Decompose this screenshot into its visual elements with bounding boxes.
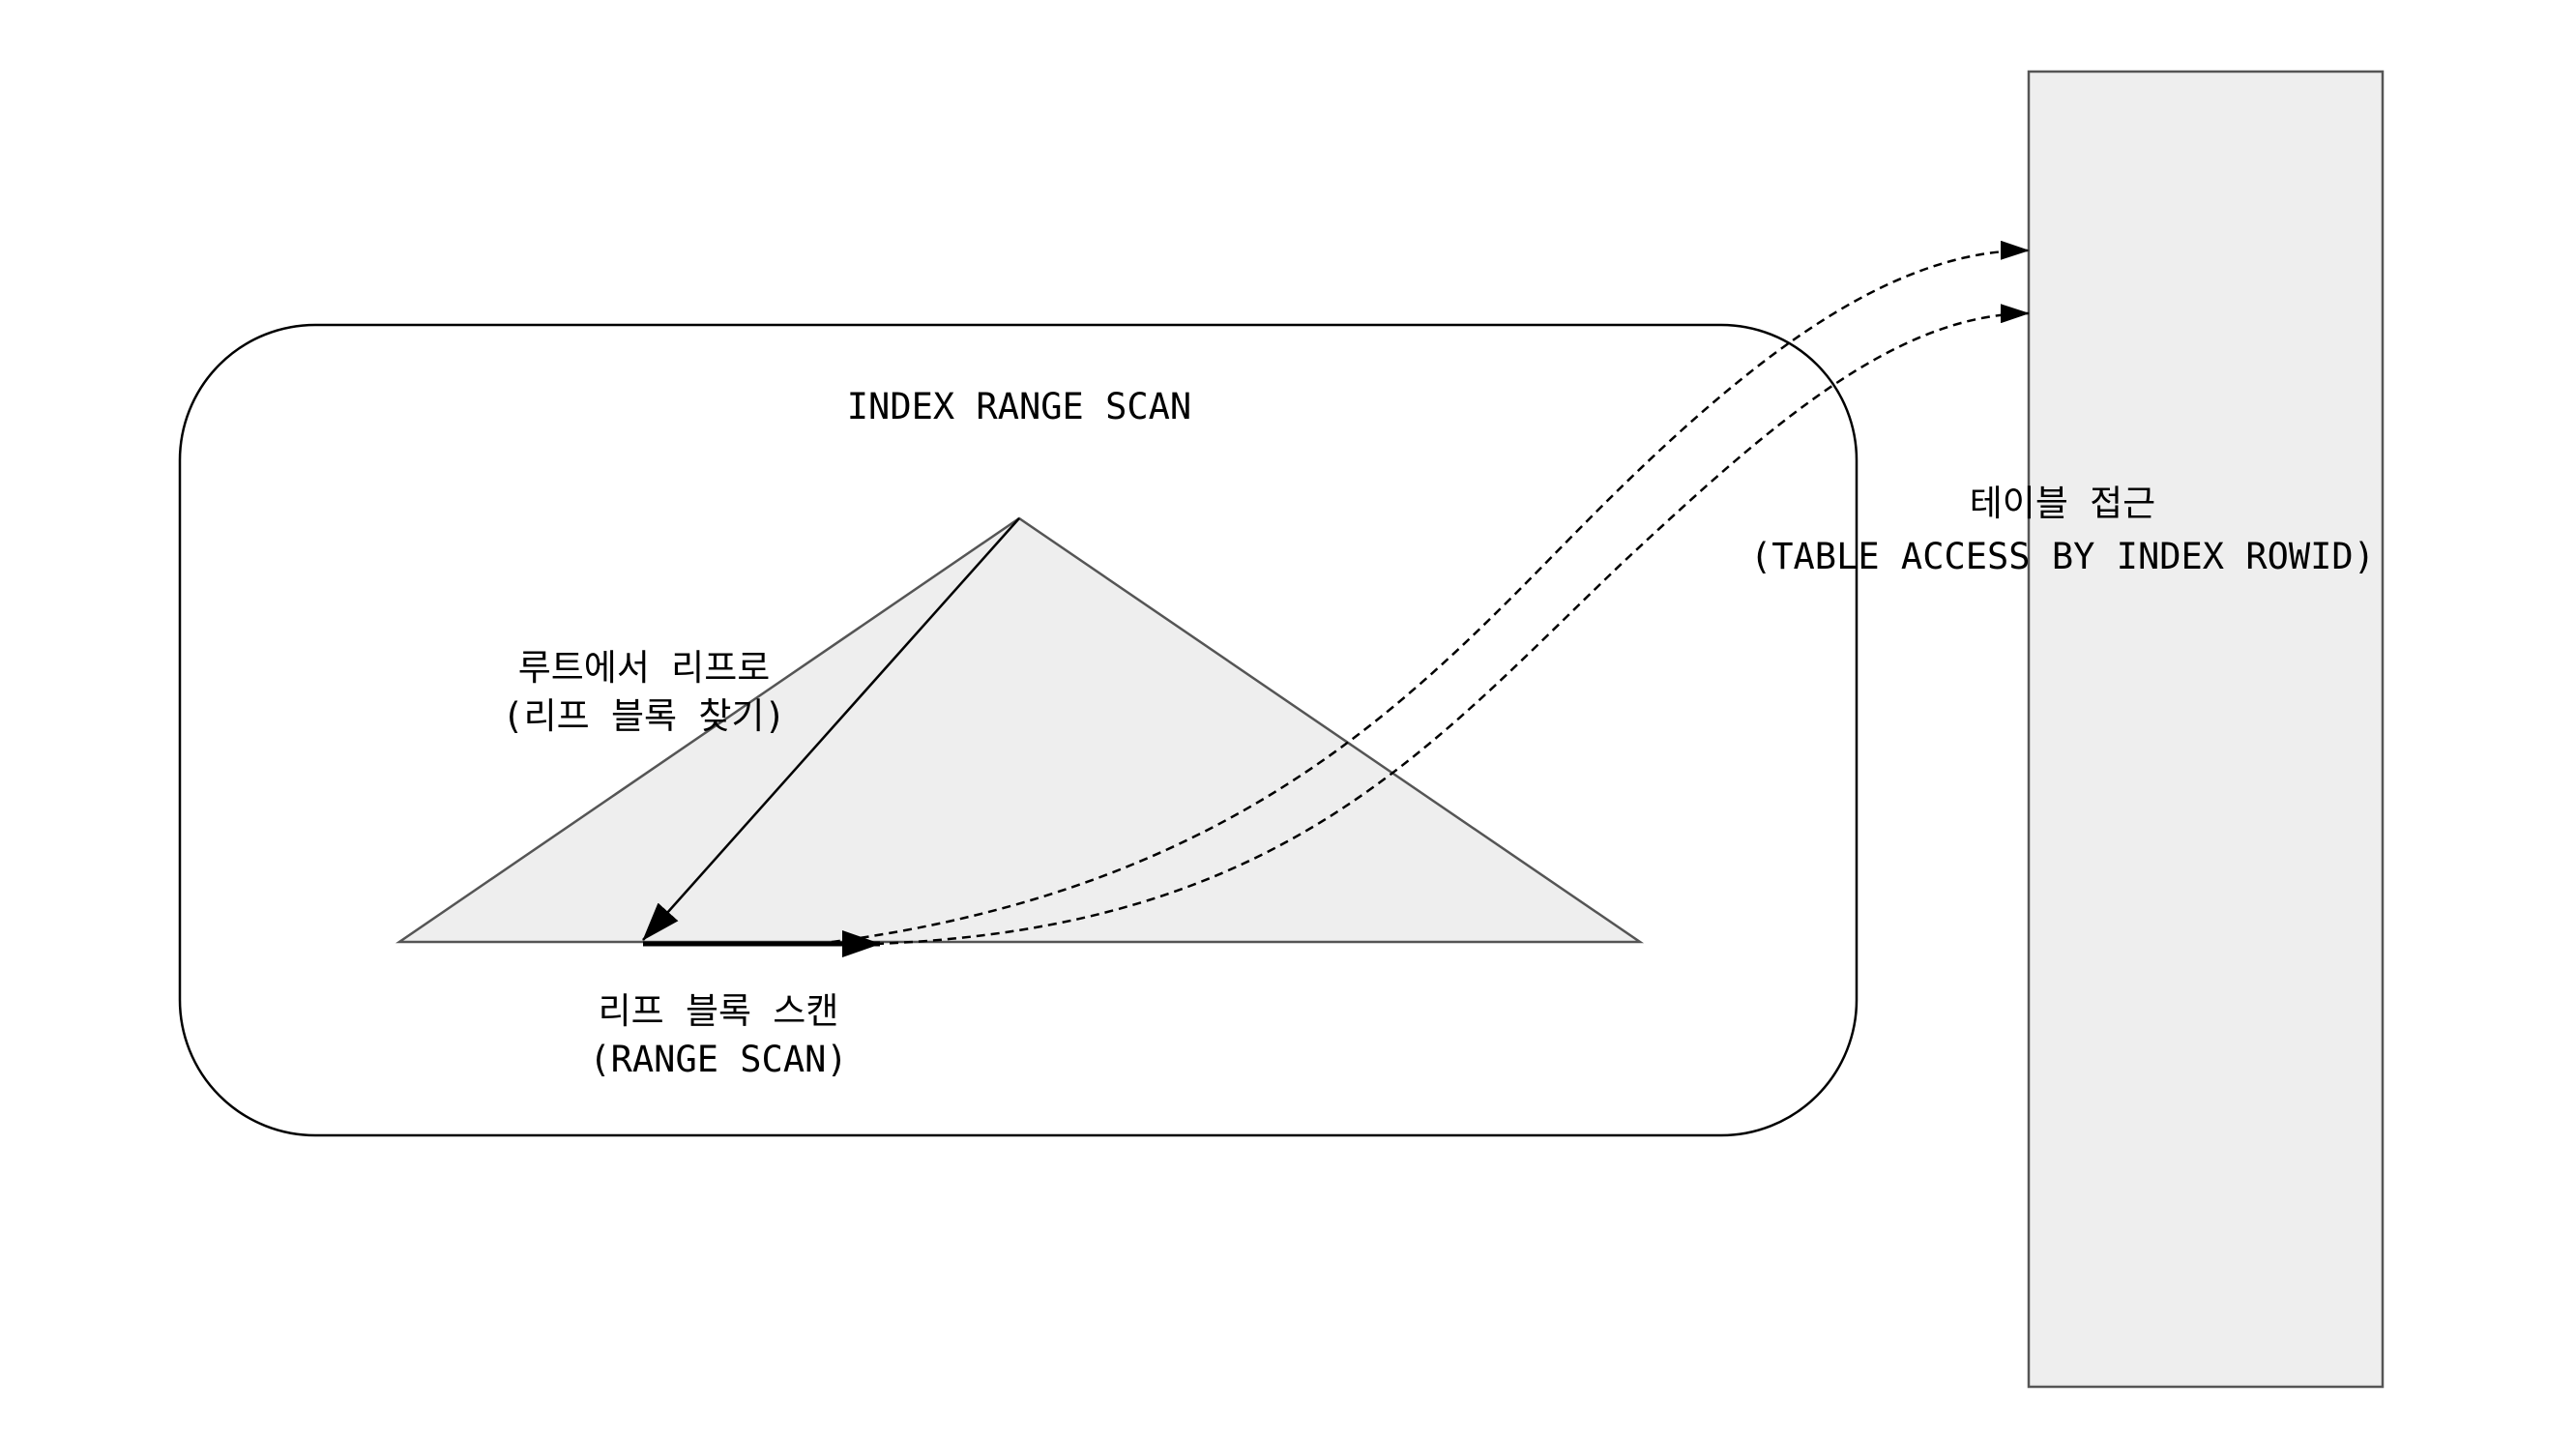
- index-range-scan-box: [178, 323, 1859, 1137]
- root-to-leaf-arrow: [642, 517, 1020, 941]
- table-access-label-line2: (TABLE ACCESS BY INDEX ROWID): [1750, 536, 2375, 577]
- leaf-scan-label-line1: 리프 블록 스캔: [599, 990, 839, 1032]
- table-access-arrow-1: [816, 240, 2030, 946]
- root-to-leaf-label-line2: (리프 블록 찾기): [502, 695, 785, 737]
- table-block: [2027, 70, 2385, 1389]
- index-tree-triangle: [395, 516, 1645, 944]
- leaf-scan-label-line2: (RANGE SCAN): [589, 1039, 847, 1080]
- root-to-leaf-label-line1: 루트에서 리프로: [518, 647, 771, 689]
- index-range-scan-title: INDEX RANGE SCAN: [847, 386, 1191, 427]
- table-access-label-line1: 테이블 접근: [1970, 483, 2155, 524]
- table-access-arrow-2: [874, 304, 2030, 946]
